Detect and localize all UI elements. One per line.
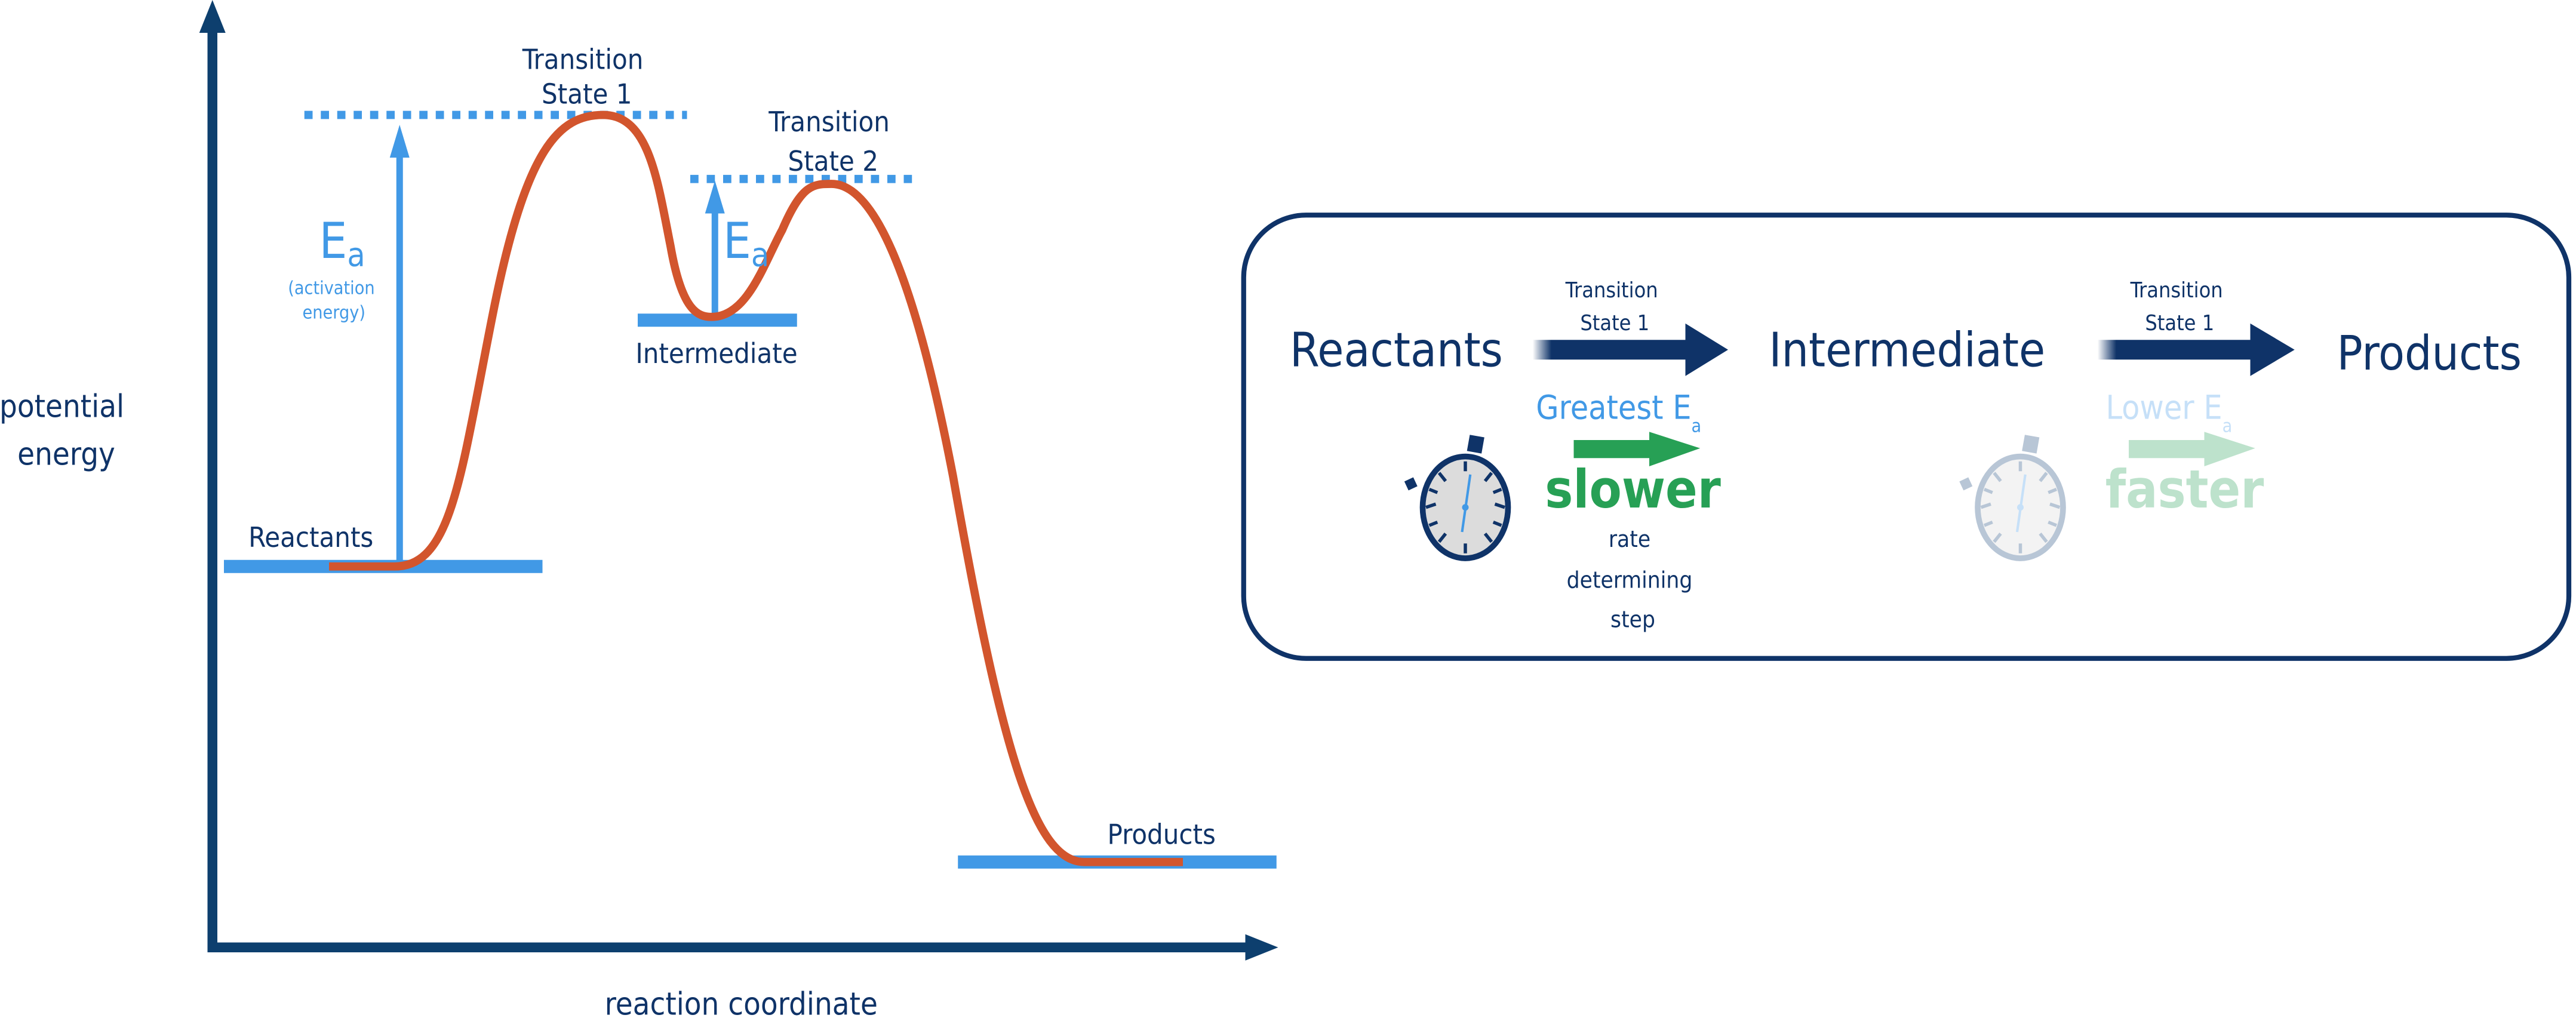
ts1-label: Transition State 1 <box>522 44 651 111</box>
lower-ea-label: Lower Ea <box>2106 388 2233 436</box>
x-axis <box>207 934 1278 961</box>
intermediate-label: Intermediate <box>635 338 797 370</box>
slower-arrow-icon <box>1573 432 1701 466</box>
slower-label: slower <box>1545 459 1721 520</box>
ea2-arrow <box>705 180 725 317</box>
step2-arrow-icon <box>2097 323 2295 376</box>
ea1-arrow <box>389 125 410 564</box>
rate-determining-step-label: rate determining step <box>1567 526 1699 633</box>
summary-reactants: Reactants <box>1290 322 1503 377</box>
ts2-label: Transition State 2 <box>768 106 897 178</box>
x-axis-label: reaction coordinate <box>605 987 878 1018</box>
y-axis-arrowhead-icon <box>199 0 226 33</box>
products-label: Products <box>1108 819 1216 851</box>
summary-intermediate: Intermediate <box>1769 322 2045 377</box>
summary-products: Products <box>2337 325 2522 381</box>
step1-arrow-label: Transition State 1 <box>1565 278 1664 336</box>
stopwatch-faded-icon <box>1959 435 2066 561</box>
y-axis-label: potential energy <box>0 389 133 473</box>
activation-energy-note: (activation energy) <box>288 278 380 323</box>
y-axis <box>199 0 226 952</box>
faster-arrow-icon <box>2129 432 2255 466</box>
stopwatch-icon <box>1404 435 1511 561</box>
reaction-curve <box>329 110 1183 866</box>
summary-box: Reactants Intermediate Products Transiti… <box>1241 213 2572 661</box>
ea1-label: Ea <box>319 213 365 274</box>
reactants-label: Reactants <box>248 522 373 554</box>
step1-arrow-icon <box>1532 323 1728 376</box>
faster-label: faster <box>2105 459 2264 520</box>
ea2-label: Ea <box>723 213 769 274</box>
greatest-ea-label: Greatest Ea <box>1536 388 1701 436</box>
step2-arrow-label: Transition State 1 <box>2130 278 2229 336</box>
x-axis-arrowhead-icon <box>1245 934 1278 961</box>
